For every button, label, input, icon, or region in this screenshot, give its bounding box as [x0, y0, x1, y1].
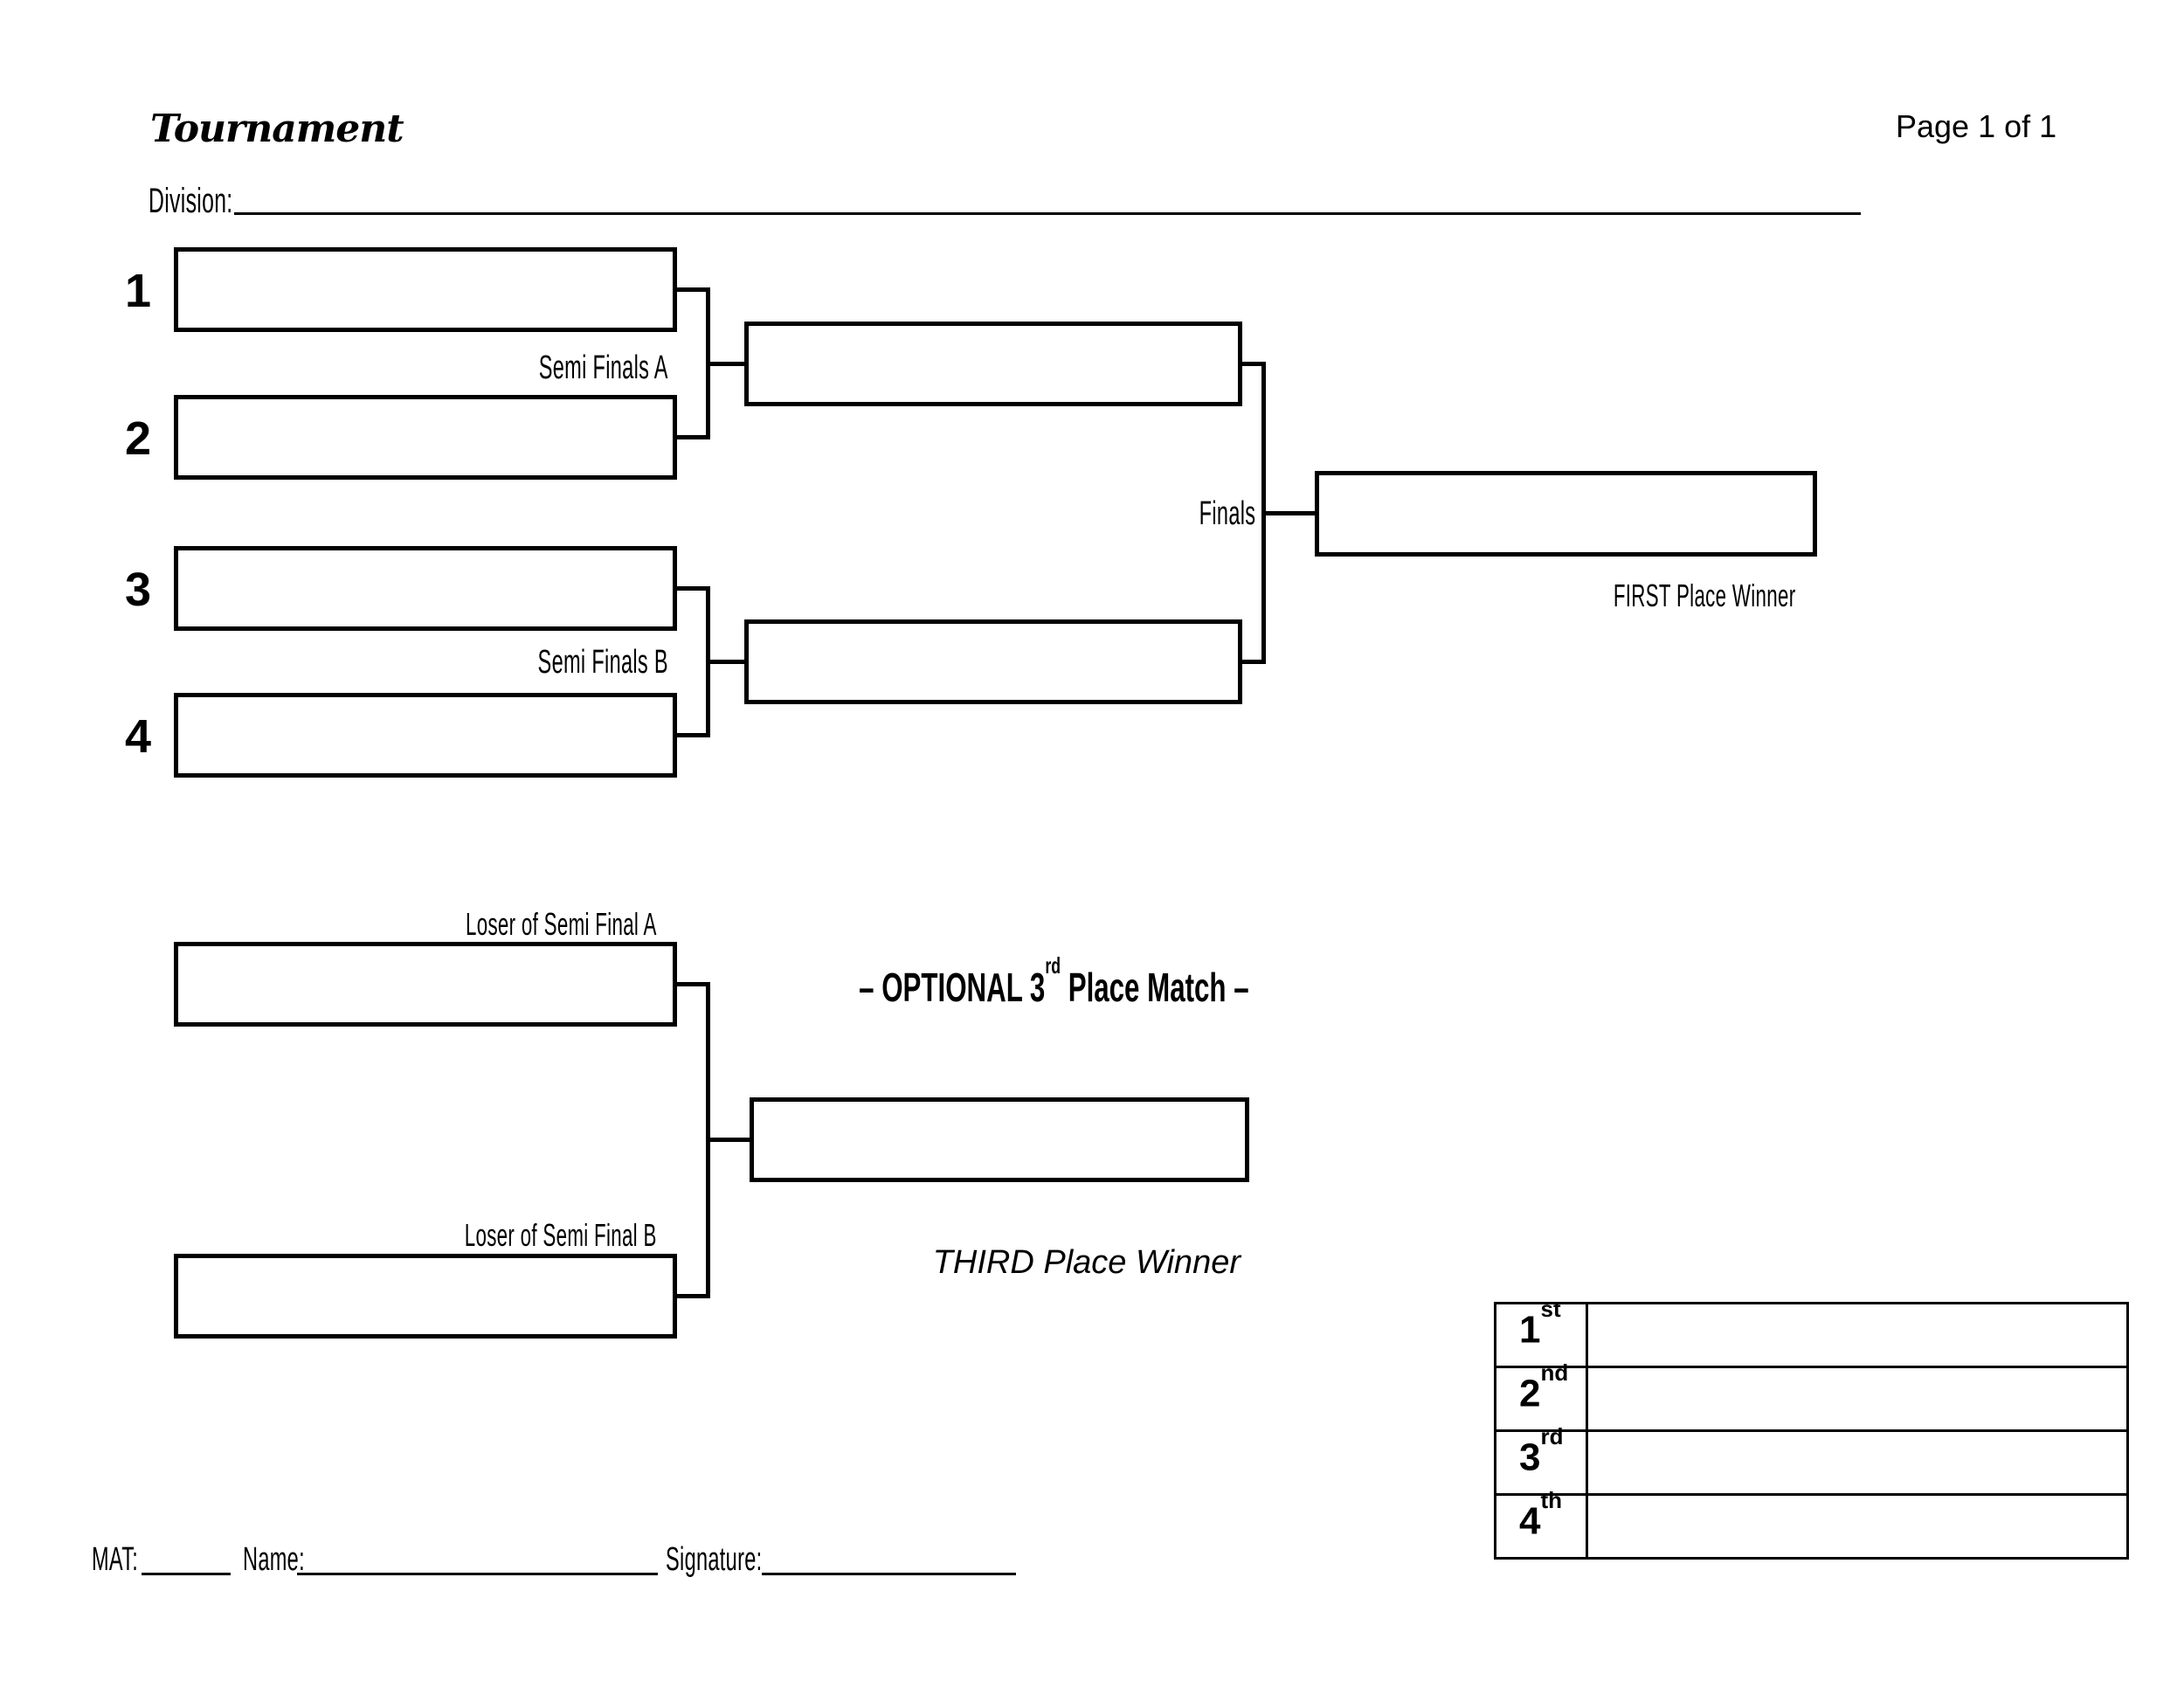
- loser-semi-b-label: Loser of Semi Final B: [465, 1217, 657, 1253]
- seed-1-number: 1: [124, 265, 151, 317]
- loser-semi-b-box[interactable]: [174, 1254, 677, 1339]
- seed-2-number: 2: [124, 412, 151, 465]
- finals-connector-top-stub: [1239, 362, 1266, 366]
- seed-2-box[interactable]: [174, 395, 677, 480]
- place-4-number: 4: [1519, 1499, 1541, 1543]
- placing-row-1: 1st: [1496, 1297, 2126, 1366]
- name-input-line[interactable]: [297, 1573, 658, 1575]
- loser-semi-a-box[interactable]: [174, 942, 677, 1027]
- place-3-number: 3: [1519, 1435, 1541, 1479]
- semi-a-connector-bottom-stub: [673, 435, 710, 439]
- semi-b-connector-bottom-stub: [673, 733, 710, 737]
- heading-suffix: Place Match –: [1061, 965, 1249, 1010]
- seed-1-box[interactable]: [174, 247, 677, 332]
- seed-4-box[interactable]: [174, 693, 677, 778]
- third-place-winner-label: THIRD Place Winner: [932, 1244, 1241, 1281]
- semi-b-connector-mid-stub: [706, 660, 748, 664]
- semi-finals-b-label: Semi Finals B: [537, 644, 668, 681]
- place-2-name-cell[interactable]: [1588, 1368, 2126, 1429]
- division-input-line[interactable]: [234, 212, 1861, 215]
- placing-row-2: 2nd: [1496, 1361, 2126, 1429]
- place-1-suffix: st: [1540, 1296, 1561, 1322]
- consolation-connector-top-stub: [673, 982, 710, 986]
- semi-b-connector-top-stub: [673, 586, 710, 591]
- place-1-label: 1st: [1496, 1297, 1588, 1366]
- consolation-connector-mid-stub: [706, 1138, 753, 1142]
- finals-connector-mid-stub: [1261, 511, 1318, 515]
- mat-input-line[interactable]: [142, 1573, 231, 1575]
- mat-label: MAT:: [92, 1541, 139, 1578]
- place-3-name-cell[interactable]: [1588, 1432, 2126, 1493]
- placing-row-4: 4th: [1496, 1489, 2126, 1557]
- placing-row-3: 3rd: [1496, 1425, 2126, 1493]
- finals-connector-bottom-stub: [1239, 660, 1266, 664]
- division-label: Division:: [149, 182, 233, 220]
- seed-3-number: 3: [124, 564, 151, 616]
- seed-4-number: 4: [124, 710, 151, 763]
- place-2-label: 2nd: [1496, 1361, 1588, 1429]
- semi-finals-a-label: Semi Finals A: [538, 349, 668, 386]
- place-4-suffix: th: [1540, 1487, 1563, 1513]
- heading-prefix: – OPTIONAL 3: [859, 965, 1046, 1010]
- first-place-winner-label: FIRST Place Winner: [1613, 578, 1795, 613]
- place-1-number: 1: [1519, 1308, 1541, 1352]
- signature-label: Signature:: [666, 1541, 763, 1578]
- name-label: Name:: [243, 1541, 305, 1578]
- place-3-suffix: rd: [1540, 1423, 1564, 1449]
- place-4-name-cell[interactable]: [1588, 1496, 2126, 1557]
- third-place-winner-box[interactable]: [750, 1097, 1249, 1182]
- place-2-number: 2: [1519, 1372, 1541, 1415]
- consolation-connector-bottom-stub: [673, 1294, 710, 1298]
- finals-winner-box[interactable]: [1315, 471, 1817, 557]
- loser-semi-a-label: Loser of Semi Final A: [466, 906, 657, 942]
- page-number: Page 1 of 1: [1896, 108, 2057, 144]
- place-2-suffix: nd: [1540, 1359, 1569, 1386]
- semi-a-connector-mid-stub: [706, 362, 748, 366]
- page-title: Tournament: [150, 107, 404, 151]
- semi-finals-b-winner-box[interactable]: [744, 619, 1242, 704]
- semi-a-connector-top-stub: [673, 287, 710, 292]
- heading-ordinal-superscript: rd: [1045, 951, 1061, 979]
- finals-label: Finals: [1199, 495, 1255, 532]
- place-3-label: 3rd: [1496, 1425, 1588, 1493]
- place-1-name-cell[interactable]: [1588, 1304, 2126, 1366]
- placing-table: 1st 2nd 3rd 4th: [1494, 1297, 2129, 1560]
- place-4-label: 4th: [1496, 1489, 1588, 1557]
- signature-input-line[interactable]: [762, 1573, 1016, 1575]
- seed-3-box[interactable]: [174, 546, 677, 631]
- semi-finals-a-winner-box[interactable]: [744, 322, 1242, 406]
- optional-third-place-heading: – OPTIONAL 3rd Place Match –: [859, 954, 1249, 1010]
